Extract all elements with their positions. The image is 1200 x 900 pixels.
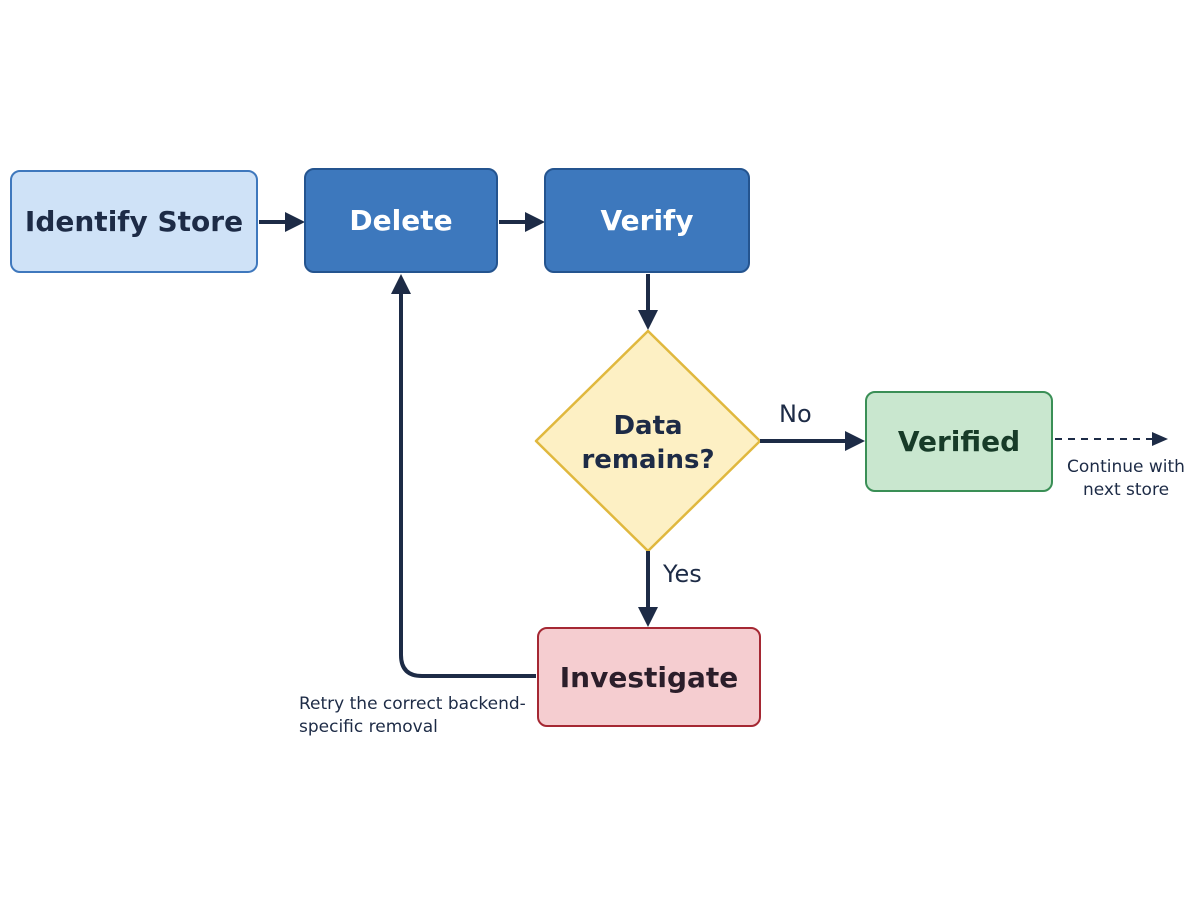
investigate-box[interactable]: Investigate: [537, 627, 761, 727]
continue-arrowhead: [1152, 432, 1168, 446]
yes-edge-label: Yes: [663, 560, 702, 588]
retry-note: Retry the correct backend-specific remov…: [299, 694, 526, 737]
decision-label: Data remains?: [581, 411, 715, 475]
delete-label: Delete: [349, 204, 453, 237]
continue-note: Continue with next store: [1067, 457, 1185, 500]
verified-box[interactable]: Verified: [865, 391, 1053, 492]
verified-label: Verified: [897, 425, 1021, 458]
investigate-label: Investigate: [559, 660, 739, 694]
verify-box[interactable]: Verify: [544, 168, 750, 273]
identify-store-box[interactable]: Identify Store: [10, 170, 258, 273]
arrow-investigate-to-delete: [391, 274, 536, 678]
delete-box[interactable]: Delete: [304, 168, 498, 273]
no-edge-label: No: [779, 400, 812, 428]
verify-label: Verify: [600, 204, 694, 237]
identify-store-label: Identify Store: [24, 205, 244, 238]
